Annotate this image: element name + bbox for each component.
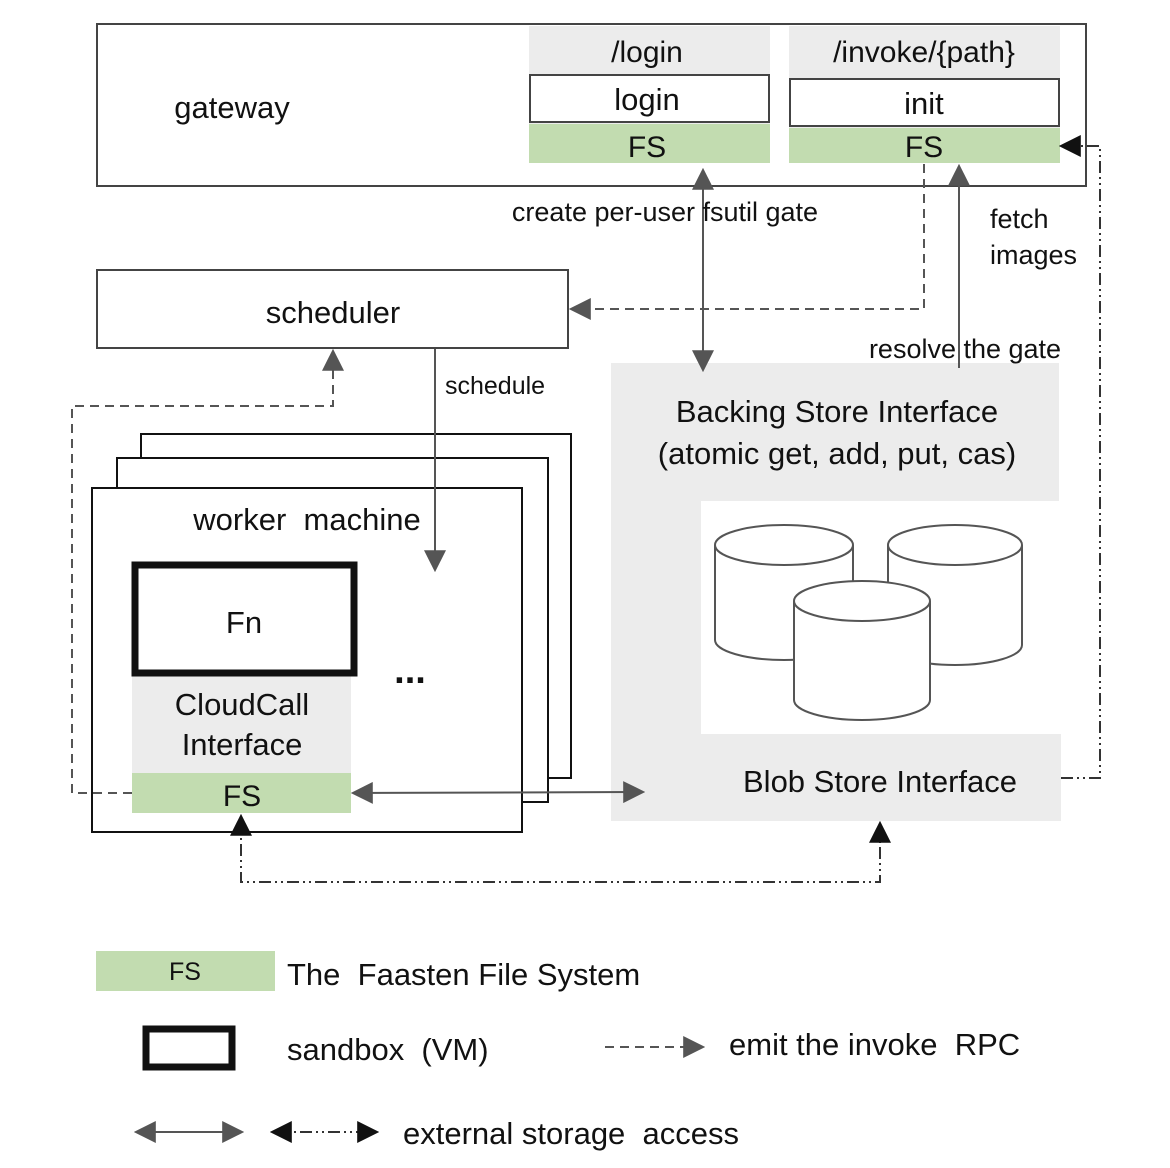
login-handler-box <box>529 74 770 123</box>
invoke-fs-label: FS <box>905 131 943 164</box>
worker-fs-label: FS <box>223 780 261 813</box>
backing-store-panel <box>611 363 1059 501</box>
init-handler-label: init <box>904 86 944 121</box>
resolve-gate-label: resolve the gate <box>869 334 1061 364</box>
legend-fs-desc: The Faasten File System <box>287 957 640 992</box>
invoke-route: /invoke/{path} init FS <box>789 26 1060 164</box>
cloudcall-panel <box>132 670 351 780</box>
init-handler-box <box>789 78 1060 127</box>
schedule-label: schedule <box>445 372 545 400</box>
invoke-fs-bar <box>789 128 1060 163</box>
fn-sandbox <box>131 561 358 677</box>
login-fs-bar <box>529 124 770 163</box>
login-handler-label: login <box>614 82 680 117</box>
fetch-images-label-line2: images <box>990 240 1077 270</box>
scheduler-label: scheduler <box>266 295 400 330</box>
legend-sandbox-desc: sandbox (VM) <box>287 1032 489 1067</box>
login-route: /login login FS <box>529 26 770 164</box>
fn-label: Fn <box>226 605 262 640</box>
invoke-route-path: /invoke/{path} <box>833 36 1015 69</box>
legend-sandbox-icon <box>142 1025 236 1071</box>
scheduler-box: scheduler <box>96 269 569 349</box>
legend-invoke-desc: emit the invoke RPC <box>729 1027 1020 1062</box>
legend-storage-desc: external storage access <box>403 1116 739 1151</box>
legend-fs-swatch-label: FS <box>169 958 201 986</box>
worker-fs-bar <box>132 773 351 813</box>
legend: FS The Faasten File System sandbox (VM) … <box>96 951 1020 1151</box>
login-route-path: /login <box>611 36 683 69</box>
worker-machine-label: worker machine <box>192 502 420 537</box>
backing-store-label-line2: (atomic get, add, put, cas) <box>658 436 1016 471</box>
worker-fs-to-storage-arrow <box>350 781 646 804</box>
invoke-rpc-gateway-to-scheduler <box>568 164 925 320</box>
more-sandboxes-ellipsis: ... <box>394 650 426 692</box>
gateway-label: gateway <box>174 90 290 125</box>
legend-fs-swatch <box>96 951 275 991</box>
fetch-images-label-line1: fetch <box>990 204 1049 234</box>
cloudcall-label-line2: Interface <box>182 727 303 762</box>
invoke-rpc-worker-to-scheduler <box>71 348 344 794</box>
worker-fs-to-blob-store-arrow <box>230 813 891 883</box>
backing-store-label-line1: Backing Store Interface <box>676 394 998 429</box>
login-fs-label: FS <box>628 131 666 164</box>
database-cylinder-icon <box>793 580 931 721</box>
create-gate-label: create per-user fsutil gate <box>512 197 818 227</box>
blob-store-label: Blob Store Interface <box>743 764 1017 799</box>
cloudcall-label-line1: CloudCall <box>175 687 309 722</box>
worker-machine-stack: worker machine Fn CloudCall Interface FS… <box>91 433 572 833</box>
